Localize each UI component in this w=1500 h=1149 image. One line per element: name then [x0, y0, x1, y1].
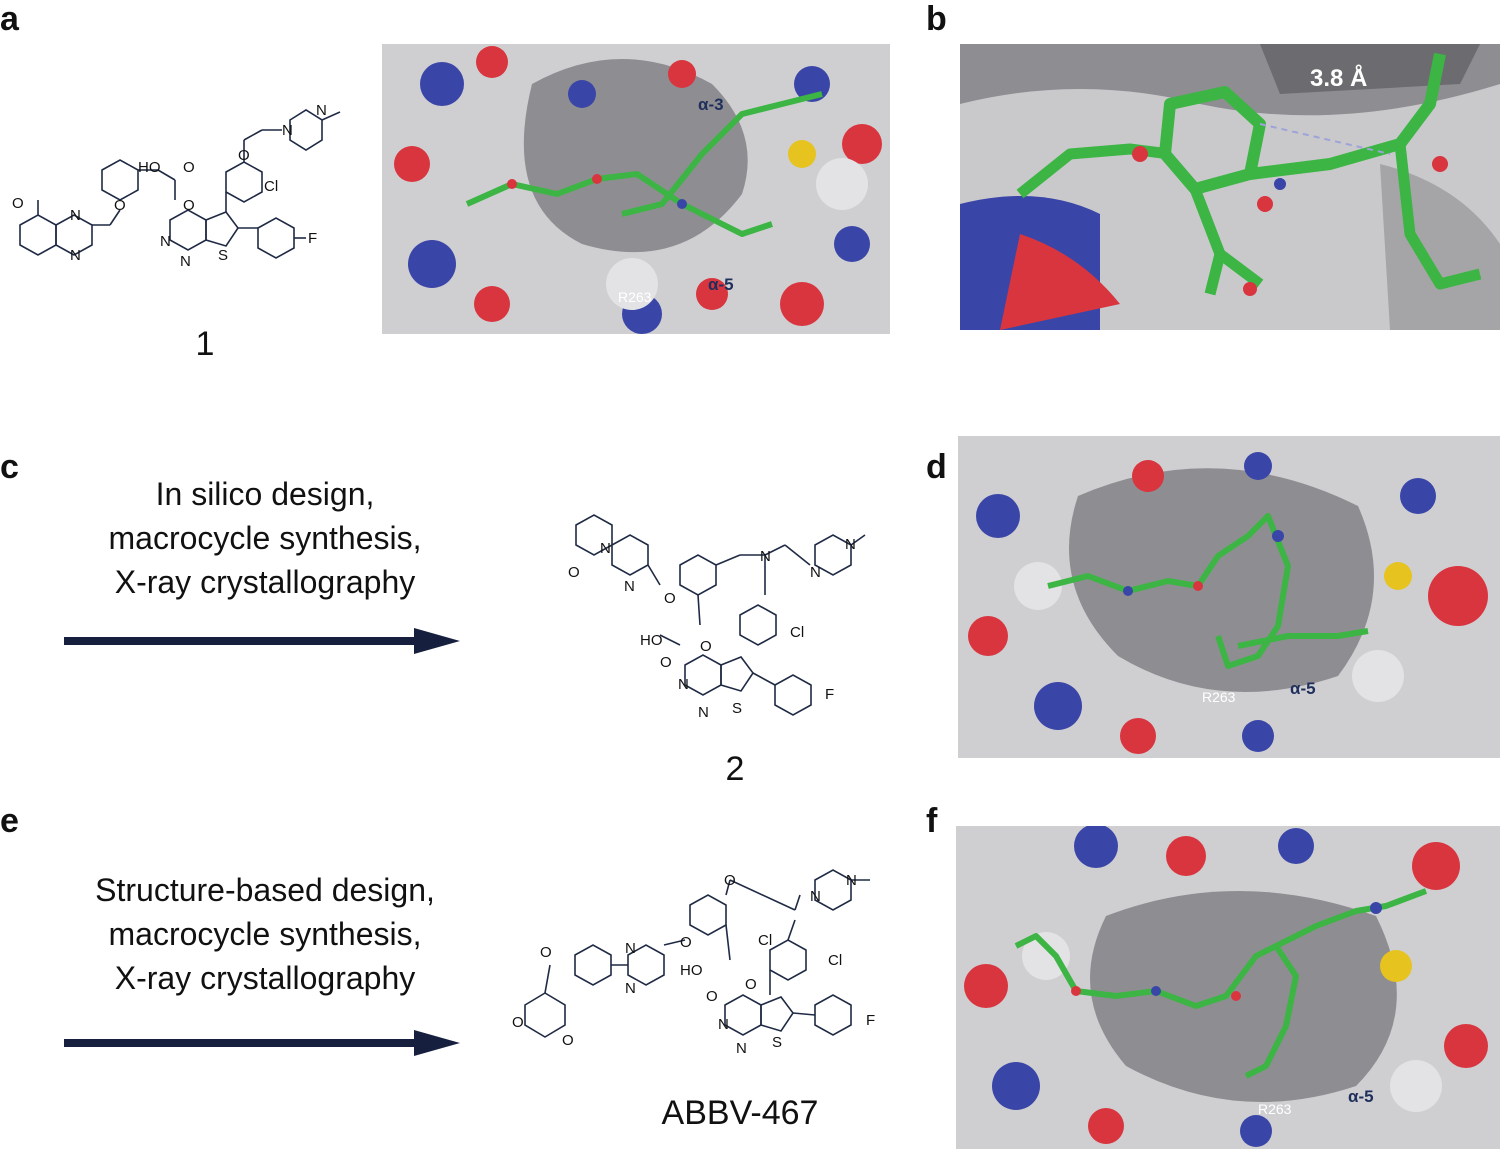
protein-closeup-b: 3.8 Å — [960, 44, 1500, 330]
atom-label: Cl — [828, 952, 842, 969]
atom-label: O — [568, 564, 580, 581]
atom-label: O — [512, 1014, 524, 1031]
panel-letter-b: b — [926, 0, 947, 38]
atom-label: O — [680, 934, 692, 951]
arrow-e — [64, 1030, 464, 1061]
structure-abbv-467: O O O N N O O N N Cl Cl HO O O N N S F — [510, 865, 900, 1065]
atom-label: O — [183, 159, 195, 176]
atom-label: N — [282, 122, 293, 139]
atom-label: O — [562, 1032, 574, 1049]
panel-letter-e: e — [0, 802, 19, 840]
atom-label: N — [678, 676, 689, 693]
distance-label: 3.8 Å — [1310, 64, 1367, 92]
atom-label: O — [664, 590, 676, 607]
atom-label: O — [706, 988, 718, 1005]
atom-label: HO — [138, 159, 161, 176]
atom-label: HO — [680, 962, 703, 979]
atom-label: F — [866, 1012, 875, 1029]
caption-e: Structure-based design, macrocycle synth… — [60, 868, 470, 1000]
structure-compound-2: O N N O HO O O N N N Cl N N S F — [560, 505, 880, 735]
residue-label-r263: R263 — [1202, 689, 1236, 705]
atom-label: O — [724, 872, 736, 889]
caption-e-line: Structure-based design, — [95, 872, 435, 908]
caption-c: In silico design, macrocycle synthesis, … — [60, 472, 470, 604]
caption-c-line: macrocycle synthesis, — [108, 520, 422, 556]
atom-label: O — [700, 638, 712, 655]
atom-label: O — [745, 976, 757, 993]
atom-label: S — [218, 247, 228, 264]
atom-label: O — [12, 195, 24, 212]
atom-label: O — [540, 944, 552, 961]
atom-label: O — [114, 197, 126, 214]
atom-label: N — [760, 548, 771, 565]
atom-label: S — [732, 700, 742, 717]
caption-e-line: macrocycle synthesis, — [108, 916, 422, 952]
helix-label-a5: α-5 — [1290, 679, 1316, 698]
atom-label: F — [825, 686, 834, 703]
atom-label: N — [625, 940, 636, 957]
residue-label-r263: R263 — [618, 289, 652, 305]
caption-c-line: In silico design, — [155, 476, 375, 512]
atom-label: N — [160, 233, 171, 250]
arrow-c — [64, 628, 464, 659]
atom-label: Cl — [790, 624, 804, 641]
panel-letter-d: d — [926, 448, 947, 486]
atom-label: N — [624, 578, 635, 595]
atom-label: N — [736, 1040, 747, 1057]
atom-label: N — [810, 888, 821, 905]
atom-label: N — [316, 102, 327, 119]
atom-label: S — [772, 1034, 782, 1051]
protein-surface-f: R263 α-5 — [956, 826, 1500, 1149]
compound-label-1: 1 — [195, 325, 215, 363]
atom-label: HO — [640, 632, 663, 649]
atom-label: N — [625, 980, 636, 997]
atom-label: N — [70, 207, 81, 224]
atom-label: N — [810, 564, 821, 581]
panel-letter-a: a — [0, 0, 19, 38]
structure-compound-1: O N N HO O O O O N N Cl N N S F — [0, 60, 370, 290]
helix-label-a3: α-3 — [698, 95, 724, 114]
atom-label: N — [70, 247, 81, 264]
helix-label-a5: α-5 — [708, 275, 734, 294]
helix-label-a5: α-5 — [1348, 1087, 1374, 1106]
atom-label: Cl — [758, 932, 772, 949]
atom-label: N — [180, 253, 191, 270]
caption-c-line: X-ray crystallography — [114, 564, 416, 600]
atom-label: N — [600, 540, 611, 557]
compound-label-2: 2 — [725, 750, 745, 788]
protein-surface-d: R263 α-5 — [958, 436, 1500, 758]
atom-label: O — [183, 197, 195, 214]
atom-label: F — [308, 230, 317, 247]
atom-label: O — [238, 147, 250, 164]
caption-e-line: X-ray crystallography — [114, 960, 416, 996]
atom-label: Cl — [264, 178, 278, 195]
atom-label: N — [698, 704, 709, 721]
compound-label-abbv-467: ABBV-467 — [661, 1094, 819, 1132]
panel-letter-c: c — [0, 448, 19, 486]
atom-label: N — [718, 1016, 729, 1033]
residue-label-r263: R263 — [1258, 1101, 1292, 1117]
protein-surface-a: α-3 R263 α-5 — [382, 44, 890, 334]
atom-label: N — [845, 536, 856, 553]
atom-label: N — [846, 872, 857, 889]
panel-letter-f: f — [926, 802, 938, 840]
atom-label: O — [660, 654, 672, 671]
